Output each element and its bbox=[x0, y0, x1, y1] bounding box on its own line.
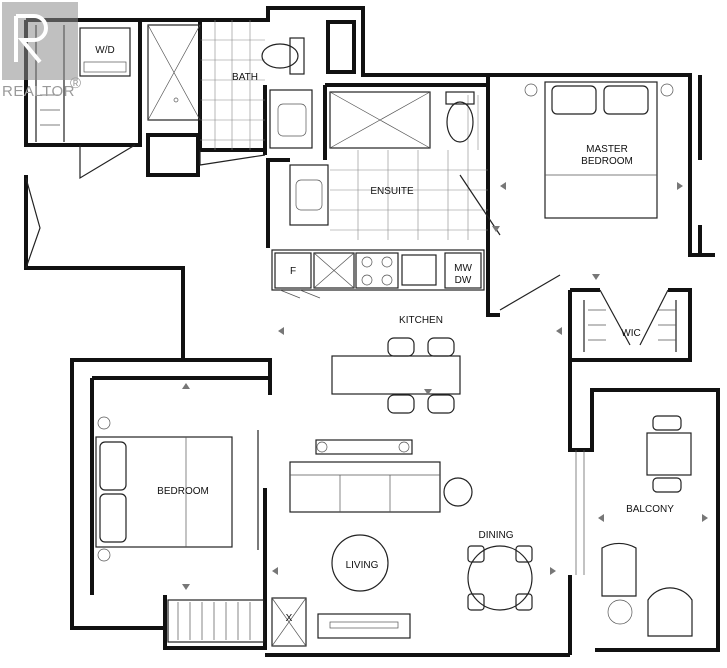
realtor-wordmark: REALTOR bbox=[2, 83, 75, 100]
balcony-furniture bbox=[601, 415, 693, 637]
bath-shower bbox=[147, 24, 201, 121]
bath-sink bbox=[269, 89, 313, 149]
bedroom-bed bbox=[95, 416, 233, 562]
bath-tiles bbox=[200, 20, 265, 150]
label-bedroom: BEDROOM bbox=[157, 486, 209, 497]
coffee-table bbox=[331, 534, 389, 592]
label-wic: WIC bbox=[621, 328, 640, 339]
label-dining: DINING bbox=[479, 530, 514, 541]
bath-toilet bbox=[261, 37, 305, 75]
ensuite-shower bbox=[329, 91, 431, 149]
closets bbox=[167, 300, 677, 647]
doors bbox=[25, 144, 669, 575]
label-mw: MW bbox=[454, 263, 472, 274]
walls bbox=[24, 6, 720, 657]
ensuite-tiles bbox=[330, 95, 488, 240]
kitchen-counter bbox=[271, 249, 485, 299]
master-bed bbox=[524, 81, 674, 219]
realtor-logo: REALTOR ® bbox=[2, 2, 82, 100]
label-kitchen: KITCHEN bbox=[399, 315, 443, 326]
label-ensuite: ENSUITE bbox=[370, 186, 414, 197]
room-labels: W/D BATH ENSUITE MASTER BEDROOM KITCHEN … bbox=[95, 45, 674, 624]
label-closet-x: X bbox=[286, 613, 293, 624]
label-balcony: BALCONY bbox=[626, 504, 674, 515]
registered-mark: ® bbox=[70, 75, 82, 92]
sofa bbox=[289, 439, 441, 513]
label-living: LIVING bbox=[346, 560, 379, 571]
ensuite-sink bbox=[289, 164, 329, 226]
label-dw: DW bbox=[455, 275, 472, 286]
label-bath: BATH bbox=[232, 72, 258, 83]
label-master-1: MASTER bbox=[586, 144, 628, 155]
ensuite-toilet bbox=[445, 91, 475, 143]
arrows bbox=[182, 182, 708, 590]
side-table bbox=[443, 477, 473, 507]
label-master-2: BEDROOM bbox=[581, 156, 633, 167]
label-fridge: F bbox=[290, 266, 296, 277]
dining-set bbox=[467, 545, 533, 611]
kitchen-island bbox=[331, 337, 461, 414]
label-wd: W/D bbox=[95, 45, 114, 56]
